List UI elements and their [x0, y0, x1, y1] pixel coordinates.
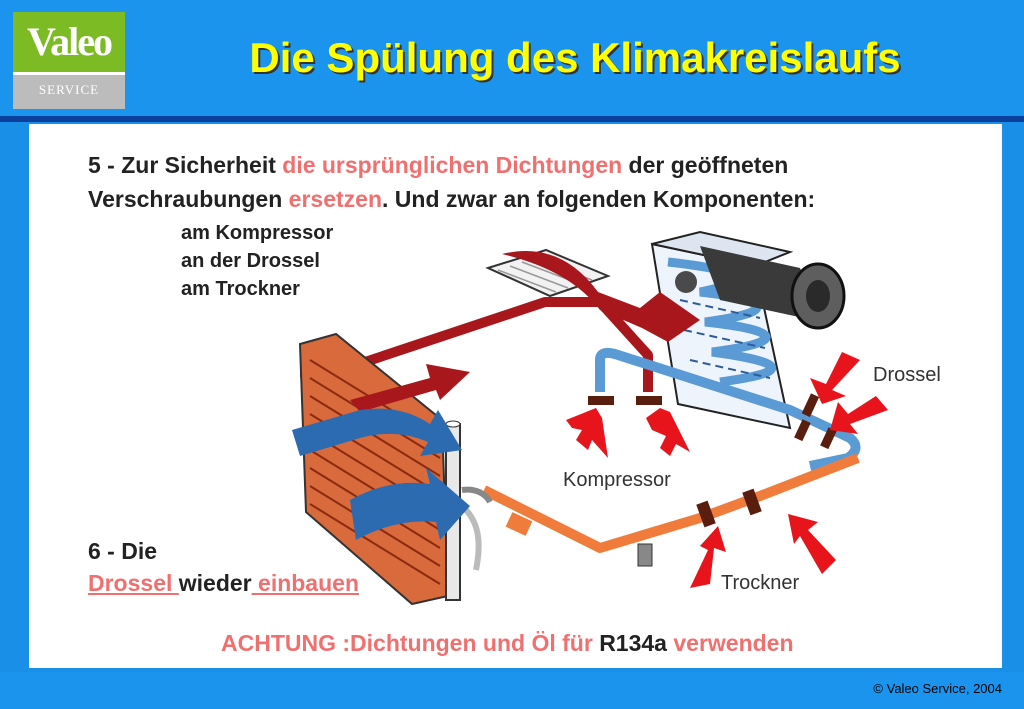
seal-drossel-middle: [794, 419, 811, 442]
arrow-drossel-1: [810, 352, 860, 404]
low-pressure-pipe: [595, 347, 861, 471]
airflow-arrow-dark-red: [350, 364, 470, 412]
page-title: Die Spülung des Klimakreislaufs: [249, 34, 901, 81]
logo-green-block: [13, 12, 125, 72]
step5-line1: 5 - Zur Sicherheit die ursprünglichen Di…: [88, 152, 789, 178]
seal-drossel-lower: [820, 427, 837, 450]
arrow-trockner-1: [690, 526, 726, 588]
footer-bar: [0, 672, 1024, 709]
component-item-trockner: am Trockner: [181, 278, 300, 300]
label-kompressor: Kompressor: [563, 469, 671, 491]
liquid-line-fitting: [505, 512, 533, 536]
seal-drossel-upper: [801, 393, 820, 418]
step5-line2: Verschraubungen ersetzen. Und zwar an fo…: [88, 186, 816, 212]
arrow-kompressor-2: [646, 408, 690, 456]
airflow-arrow-evaporator: [502, 251, 700, 342]
liquid-line-pipe: [481, 453, 860, 553]
warning-text: ACHTUNG :Dichtungen und Öl für R134a ver…: [221, 630, 794, 656]
logo-subtitle: SERVICE: [38, 82, 100, 97]
seal-kompressor-left: [588, 396, 614, 405]
valeo-logo: Valeo SERVICE: [13, 12, 125, 109]
arrow-trockner-2: [788, 514, 836, 574]
component-item-drossel: an der Drossel: [181, 250, 320, 272]
header-divider: [0, 116, 1024, 122]
label-drossel: Drossel: [873, 364, 941, 386]
dryer-fitting: [637, 543, 653, 567]
label-trockner: Trockner: [721, 572, 800, 594]
step6-line1: 6 - Die: [88, 538, 158, 564]
component-item-kompressor: am Kompressor: [181, 222, 334, 244]
airflow-arrow-blue-upper: [292, 408, 462, 456]
copyright-notice: © Valeo Service, 2004: [873, 681, 1002, 696]
airflow-arrow-blue-lower: [350, 468, 470, 540]
seal-trockner-right: [742, 488, 762, 516]
pointer-arrows: [566, 352, 888, 588]
arrow-drossel-2: [830, 396, 888, 434]
arrow-kompressor-1: [566, 408, 608, 458]
blower-cylinder: [675, 246, 846, 330]
header-bar: [0, 0, 1024, 118]
seal-kompressor-right: [636, 396, 662, 405]
logo-divider: [13, 72, 125, 75]
seal-trockner-left: [696, 500, 716, 528]
step6-line2: Drossel wieder einbauen: [88, 570, 359, 596]
logo-word: Valeo: [26, 19, 113, 64]
